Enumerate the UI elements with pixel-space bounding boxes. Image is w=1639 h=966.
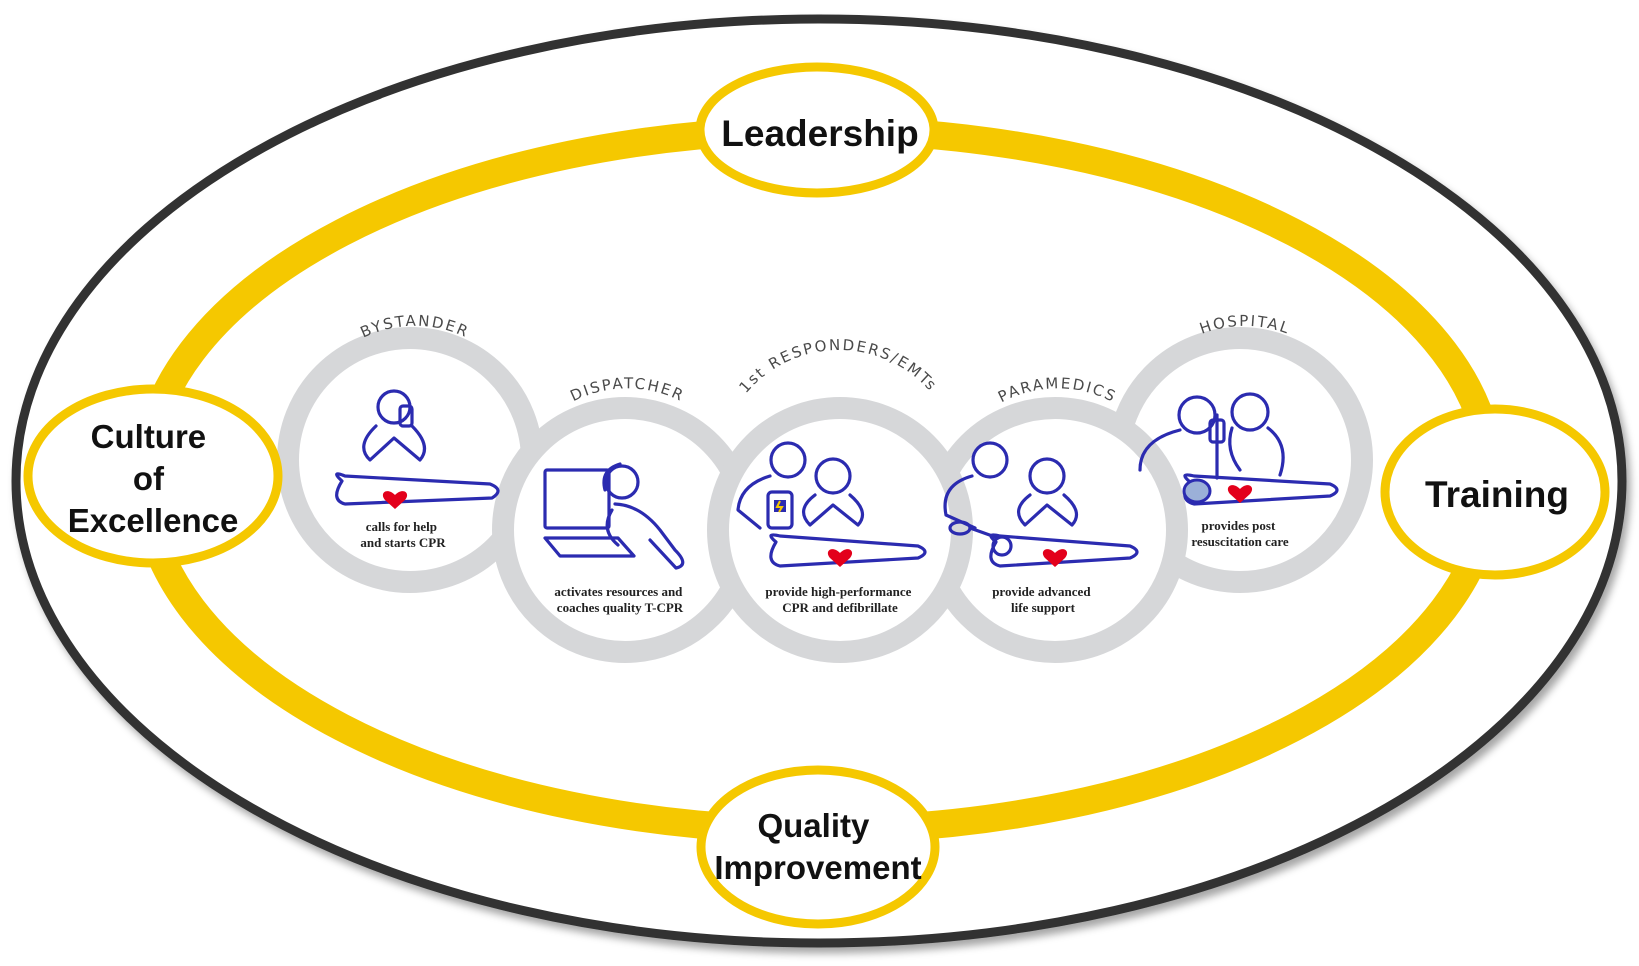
stage-desc-dispatcher: activates resources and coaches quality … <box>554 584 685 615</box>
hospital-care-icon <box>1138 392 1339 506</box>
culture-node: Culture of Excellence <box>23 384 283 568</box>
stage-desc-bystander: calls for help and starts CPR <box>360 519 446 550</box>
advanced-life-support-icon <box>943 441 1139 568</box>
quality-label: Quality Improvement <box>714 807 921 886</box>
person-cpr-icon <box>335 389 500 509</box>
leadership-node: Leadership <box>695 62 939 198</box>
stage-rings <box>277 327 1373 663</box>
stage-desc-hospital: provides post resuscitation care <box>1191 518 1289 549</box>
stage-desc-responders: provide high-performance CPR and defibri… <box>765 584 914 615</box>
training-label: Training <box>1425 474 1569 515</box>
training-node: Training <box>1380 404 1610 580</box>
stage-ring-responders <box>707 397 973 663</box>
leadership-label: Leadership <box>721 113 918 154</box>
dispatcher-headset-icon <box>543 462 685 570</box>
stage-desc-paramedics: provide advanced life support <box>992 584 1094 615</box>
culture-label: Culture of Excellence <box>68 418 239 539</box>
quality-node: Quality Improvement <box>696 765 940 929</box>
defibrillator-cpr-icon <box>736 441 927 568</box>
